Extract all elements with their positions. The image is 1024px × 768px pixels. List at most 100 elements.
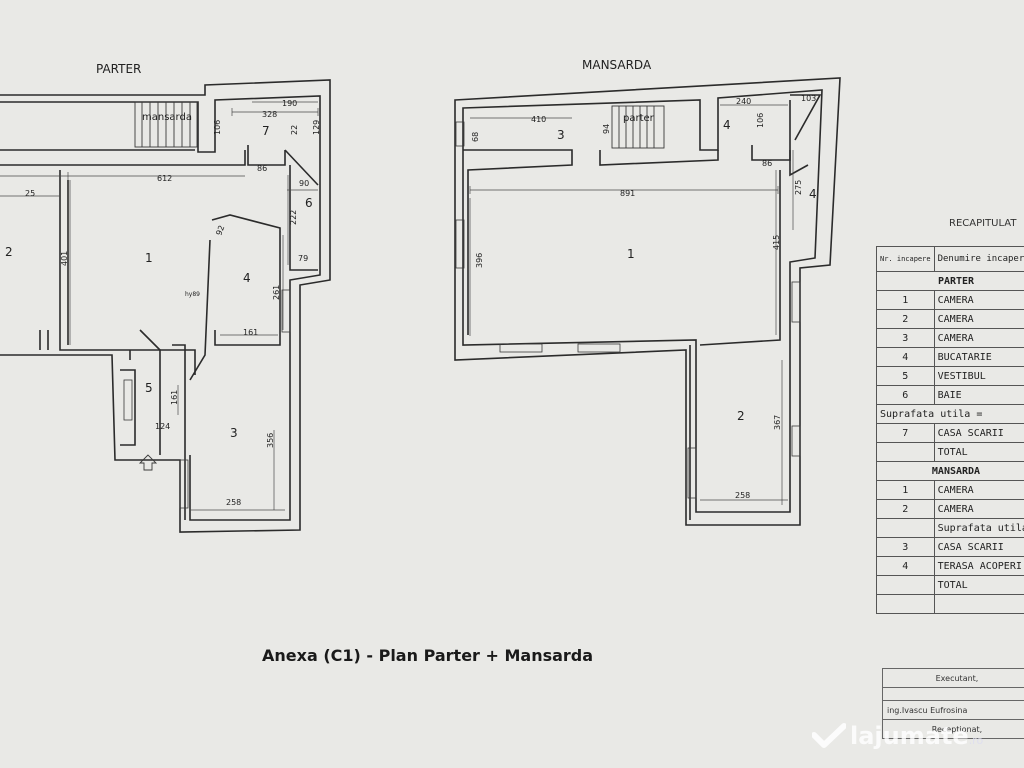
recap-name: TOTAL (933, 442, 1024, 462)
mansarda-stair-label: parter (623, 113, 655, 124)
parter-wall-line (59, 170, 196, 375)
mansarda-room-number: 4 (723, 118, 731, 132)
mansarda-dimension: 68 (471, 132, 480, 142)
parter-title: PARTER (96, 62, 141, 76)
drawing-caption: Anexa (C1) - Plan Parter + Mansarda (262, 646, 594, 665)
mansarda-plan: MANSARDA parter (454, 58, 841, 526)
parter-windows (123, 289, 291, 509)
recap-name: BUCATARIE (933, 347, 1024, 367)
executant-label: Executant, (882, 668, 1024, 688)
recap-row: Suprafata utila = (876, 404, 1024, 424)
recap-row: Suprafata utila (876, 518, 1024, 538)
recap-nr: 2 (876, 499, 935, 519)
parter-room-number: 2 (5, 245, 13, 259)
recap-nr: 3 (876, 328, 935, 348)
recap-name: CAMERA (933, 290, 1024, 310)
parter-room-number: 5 (145, 381, 153, 395)
mansarda-room-number: 1 (627, 247, 635, 261)
parter-inner-wall (0, 95, 321, 521)
parter-dimension: 90 (299, 179, 309, 188)
parter-dimension: 161 (170, 390, 179, 405)
parter-dimension: 261 (272, 285, 281, 300)
parter-wall-line (284, 149, 319, 186)
parter-wall-line (139, 329, 161, 455)
recap-section-title: MANSARDA (876, 461, 1024, 481)
recap-name: CAMERA (933, 328, 1024, 348)
mansarda-wall-line (790, 94, 822, 141)
watermark-logo: lajumate.ro (812, 722, 983, 750)
parter-dimension: hy89 (185, 291, 200, 298)
parter-wall-line (247, 145, 286, 166)
recap-section-title: PARTER (876, 271, 1024, 291)
parter-dimension: 106 (213, 120, 222, 135)
parter-wall-line (0, 150, 246, 166)
parter-room-number: 1 (145, 251, 153, 265)
signature-block: Executant, ing.Ivascu Eufrosina Receptio… (882, 668, 1024, 739)
mansarda-dimension: 86 (762, 159, 772, 168)
parter-wall-line (289, 165, 318, 271)
mansarda-room-number: 2 (737, 409, 745, 423)
recap-nr: 6 (876, 385, 935, 405)
mansarda-dimension: 258 (735, 491, 750, 500)
watermark-check-icon (812, 723, 846, 748)
mansarda-dimension: 240 (736, 97, 751, 106)
parter-dimension: 328 (262, 110, 277, 119)
recap-name: TOTAL (933, 575, 1024, 595)
recap-nr: 5 (876, 366, 935, 386)
recap-header-row: Nr. incapere Denumire incaper (876, 246, 1024, 272)
recap-name: CAMERA (933, 480, 1024, 500)
mansarda-dimension: 415 (772, 235, 781, 250)
mansarda-outer-wall (454, 77, 841, 526)
recap-name: Suprafata utila = (876, 404, 1024, 424)
entry-arrow-icon (138, 454, 158, 471)
recap-nr (876, 518, 935, 538)
executant-name: ing.Ivascu Eufrosina (882, 700, 1024, 720)
mansarda-wall-line (789, 100, 809, 177)
recap-section-row: MANSARDA (876, 461, 1024, 481)
parter-room-number: 3 (230, 426, 238, 440)
parter-dimension: 258 (226, 498, 241, 507)
mansarda-windows (455, 121, 801, 499)
mansarda-wall-line (689, 170, 781, 520)
parter-dimension: 161 (243, 328, 258, 337)
parter-wall-line (39, 330, 49, 350)
recap-name: VESTIBUL (933, 366, 1024, 386)
recap-section-row: PARTER (876, 271, 1024, 291)
mansarda-dimension: 94 (602, 124, 611, 134)
mansarda-dimension: 275 (794, 180, 803, 195)
recap-row: TOTAL (876, 575, 1024, 595)
parter-dimension: 356 (266, 433, 275, 448)
mansarda-wall-line (751, 145, 791, 161)
mansarda-dimension-lines (469, 104, 794, 505)
recap-header-nr: Nr. incapere (876, 246, 935, 272)
parter-dimension-lines (0, 101, 319, 511)
mansarda-dimension: 410 (531, 115, 546, 124)
mansarda-room-number: 3 (557, 128, 565, 142)
mansarda-stair (611, 105, 665, 149)
recap-nr (876, 575, 935, 595)
parter-dimension: 222 (289, 210, 298, 225)
mansarda-room-number: 4 (809, 187, 817, 201)
parter-room-number: 7 (262, 124, 270, 138)
recap-name: CASA SCARII (933, 423, 1024, 443)
parter-outer-wall (0, 79, 331, 533)
mansarda-inner-wall (462, 89, 823, 513)
recap-name: CAMERA (933, 499, 1024, 519)
recap-name: Suprafata utila (933, 518, 1024, 538)
watermark-suffix: .ro (968, 734, 984, 747)
parter-dimension: 86 (257, 164, 267, 173)
parter-wall-line (120, 369, 136, 446)
recap-name: BAIE (933, 385, 1024, 405)
mansarda-wall-line (599, 150, 719, 166)
parter-dimension: 401 (60, 251, 69, 266)
